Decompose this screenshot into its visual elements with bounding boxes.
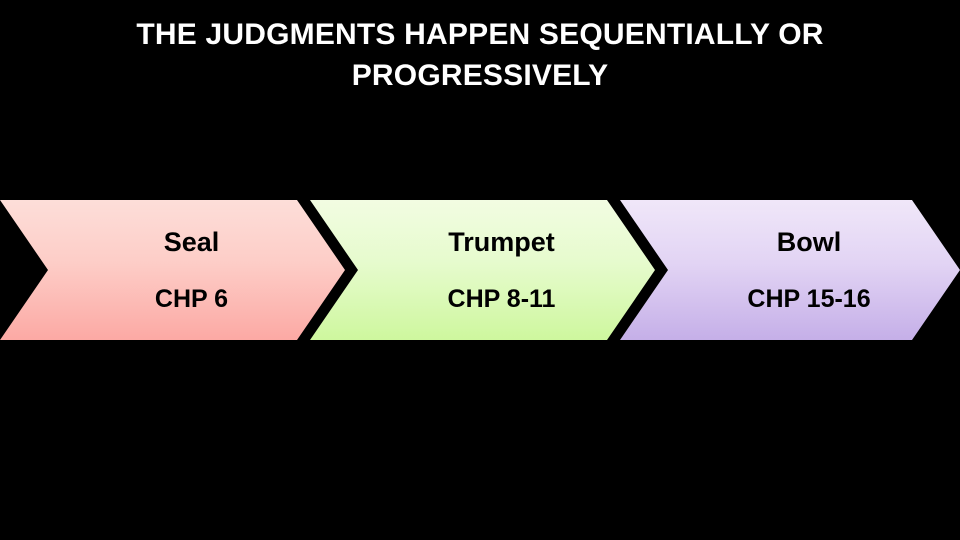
chevron-bowl-title: Bowl — [776, 227, 842, 257]
chevron-trumpet-labels: Trumpet CHP 8-11 — [310, 227, 655, 313]
chevron-bowl-labels: Bowl CHP 15-16 — [620, 227, 960, 313]
chevron-seal-reference: CHP 6 — [154, 285, 229, 313]
chevron-step-trumpet[interactable]: Trumpet CHP 8-11 — [310, 200, 655, 340]
page-title: THE JUDGMENTS HAPPEN SEQUENTIALLY OR PRO… — [136, 18, 824, 92]
chevron-seal-labels: Seal CHP 6 — [0, 227, 345, 313]
chevron-bowl-reference: CHP 15-16 — [747, 285, 871, 313]
chevron-step-seal[interactable]: Seal CHP 6 — [0, 200, 345, 340]
chevron-trumpet-title: Trumpet — [448, 227, 555, 257]
chevron-seal-title: Seal — [163, 227, 220, 257]
process-chevron-diagram: Seal CHP 6 Trumpet CHP 8-11 Bowl CHP 15-… — [0, 200, 960, 340]
chevron-step-bowl[interactable]: Bowl CHP 15-16 — [620, 200, 960, 340]
chevron-trumpet-reference: CHP 8-11 — [447, 285, 556, 313]
